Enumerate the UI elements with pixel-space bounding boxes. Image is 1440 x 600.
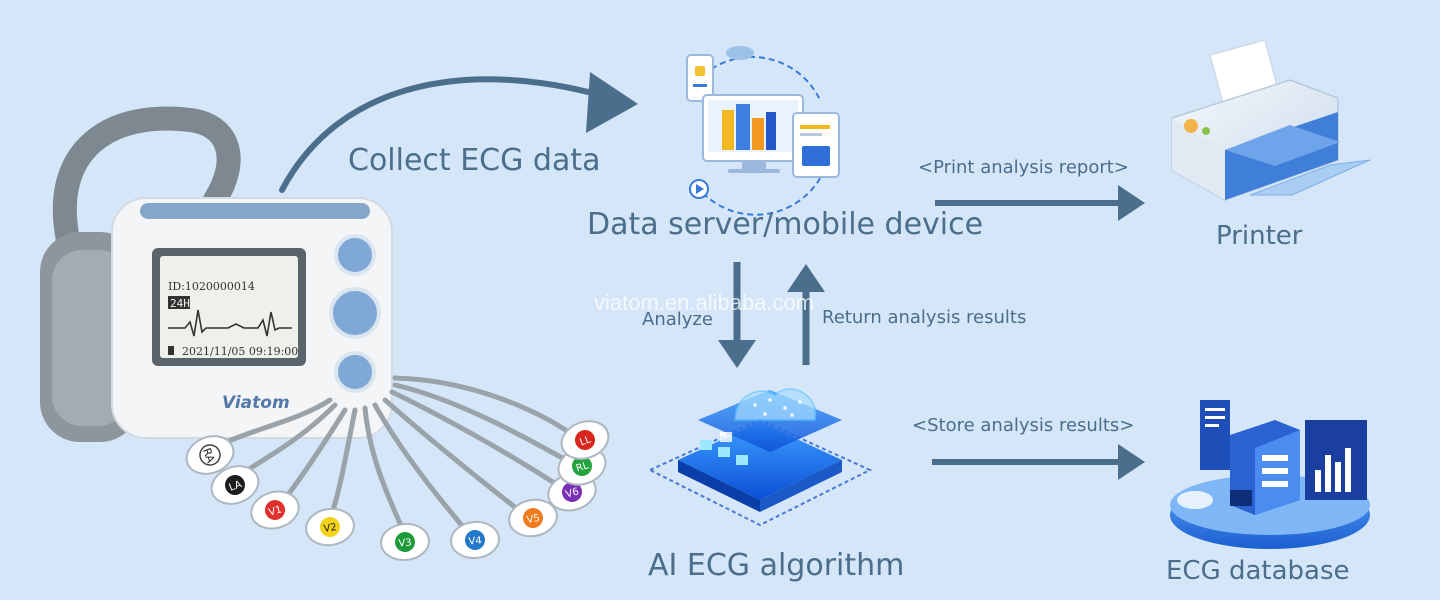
print-arrow: [935, 185, 1145, 221]
store-arrow: [932, 444, 1145, 480]
lead-v1: V1: [250, 490, 300, 530]
collect-ecg-data-label: Collect ECG data: [348, 143, 601, 178]
lead-label-v4: V4: [468, 535, 482, 547]
lead-electrodes: RA LA V1 V2 V3 V4 V5: [185, 420, 610, 562]
device-cable: [52, 106, 241, 252]
device-datetime-text: 2021/11/05 09:19:00: [182, 345, 298, 358]
lead-ra: RA: [185, 435, 235, 475]
print-report-label: <Print analysis report>: [918, 157, 1129, 178]
lead-label-v2: V2: [323, 522, 338, 535]
printer-label: Printer: [1216, 221, 1303, 251]
lead-label-ra: RA: [200, 446, 217, 465]
lead-v5: V5: [508, 498, 558, 538]
watermark: viatom.en.alibaba.com: [594, 290, 815, 315]
collect-arrow: [279, 72, 638, 193]
device-id-text: ID:1020000014: [168, 280, 255, 293]
device-button-down: [334, 351, 376, 393]
store-results-label: <Store analysis results>: [912, 415, 1135, 436]
database-icon: [1170, 400, 1370, 549]
lead-label-v6: V6: [565, 486, 581, 500]
lead-label-v1: V1: [268, 504, 284, 518]
lead-label-ll: LL: [578, 434, 593, 448]
device-button-center: [329, 287, 381, 339]
lead-v3: V3: [380, 522, 430, 562]
device-brand-text: Viatom: [222, 393, 290, 413]
analyze-label: Analyze: [642, 309, 713, 330]
return-results-label: Return analysis results: [822, 307, 1027, 328]
lead-label-la: LA: [228, 479, 244, 494]
ai-algorithm-label: AI ECG algorithm: [648, 548, 905, 583]
lead-label-rl: RL: [575, 460, 591, 474]
server-mobile-icon: [686, 46, 840, 216]
device-mode-text: 24H: [170, 297, 190, 310]
analyze-arrow: [718, 262, 756, 368]
ai-algorithm-icon: [647, 388, 873, 527]
lead-ll: LL: [560, 420, 610, 460]
device-button-up: [334, 234, 376, 276]
lead-v4: V4: [450, 520, 500, 560]
lead-la: LA: [210, 465, 260, 505]
ecg-database-label: ECG database: [1166, 556, 1350, 586]
printer-icon: [1171, 39, 1371, 201]
lead-v2: V2: [305, 507, 355, 547]
ecg-waveform: [168, 309, 292, 337]
lead-label-v3: V3: [398, 537, 412, 549]
return-arrow: [787, 264, 825, 365]
lead-label-v5: V5: [526, 513, 541, 526]
data-server-label: Data server/mobile device: [587, 207, 984, 242]
holter-device: ID:1020000014 24H 2021/11/05 09:19:00 Vi…: [40, 106, 393, 442]
